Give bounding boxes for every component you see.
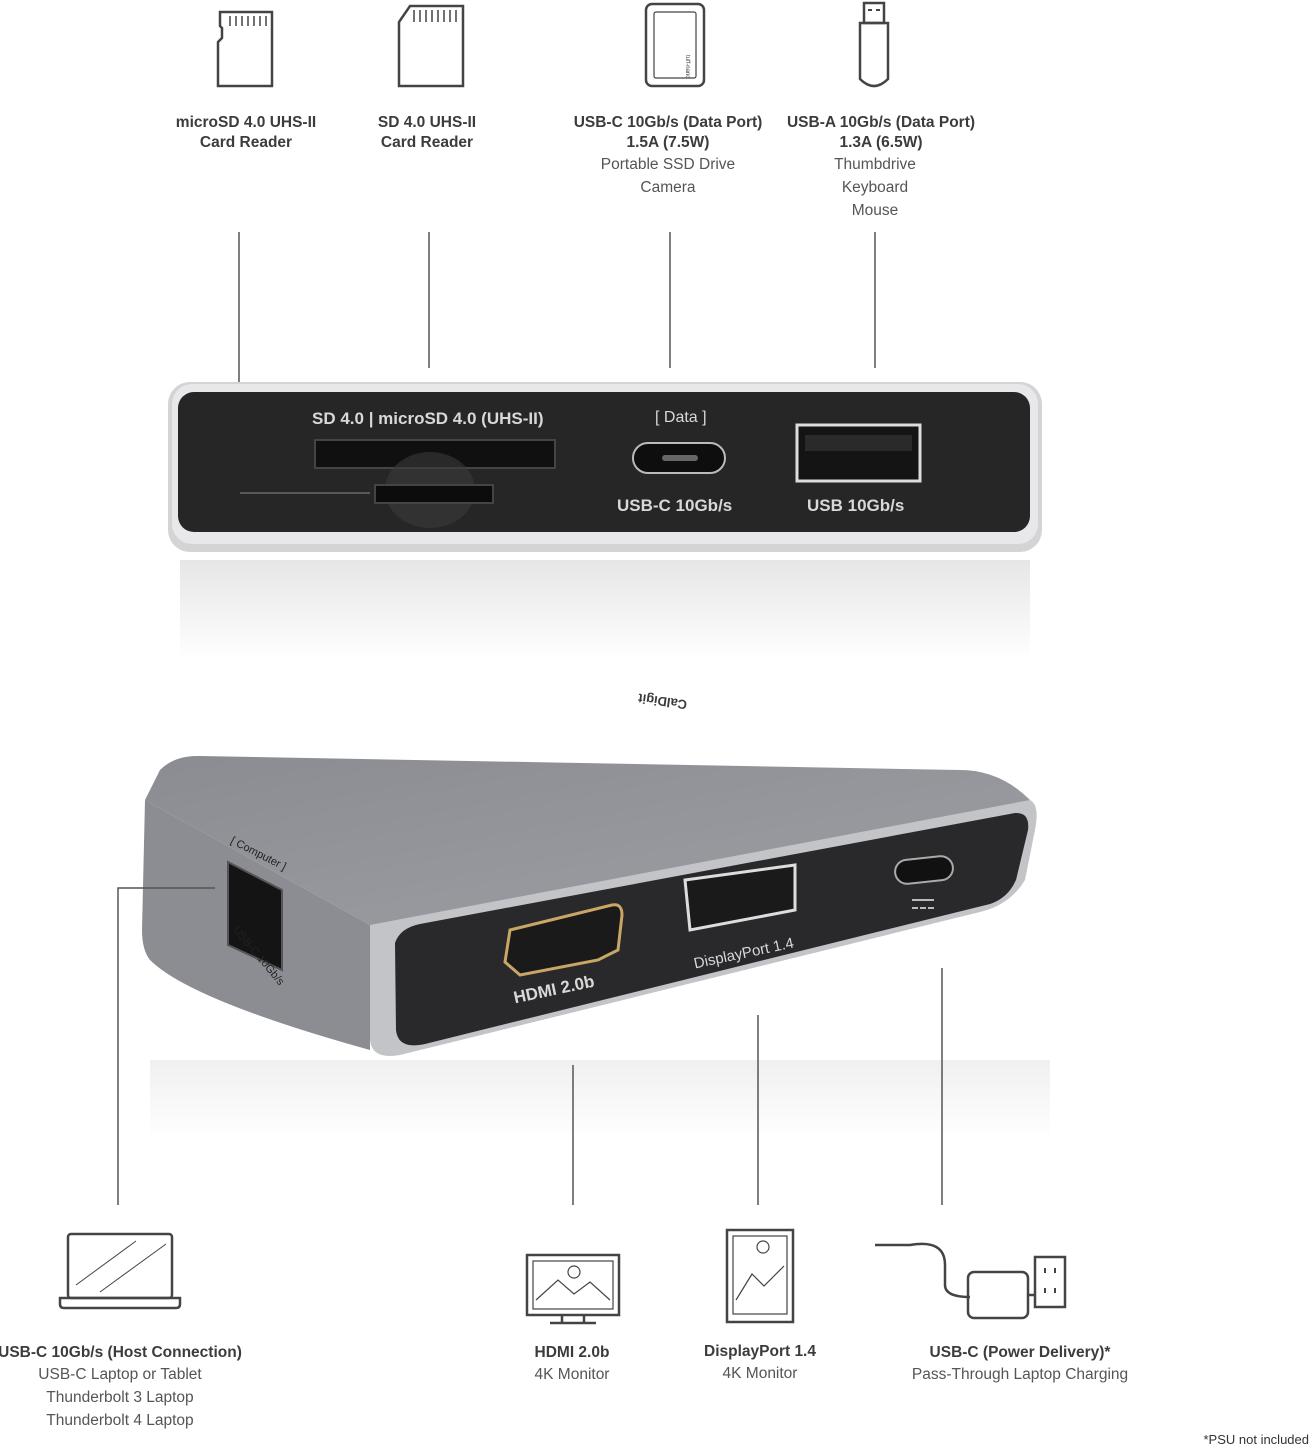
label-line: Keyboard xyxy=(841,179,909,196)
monitor-icon xyxy=(525,1253,621,1325)
label-displayport: DisplayPort 1.4 4K Monitor xyxy=(704,1342,816,1385)
footnote: *PSU not included xyxy=(1203,1432,1309,1447)
data-port-label: [ Data ] xyxy=(655,409,707,426)
power-adapter-icon xyxy=(875,1242,1067,1320)
label-title: SD 4.0 UHS-II xyxy=(377,114,477,131)
label-line: Camera xyxy=(640,179,696,196)
card-slot-label: SD 4.0 | microSD 4.0 (UHS-II) xyxy=(312,409,544,428)
usbc-port-label: USB-C 10Gb/s xyxy=(617,496,733,515)
label-line: 4K Monitor xyxy=(722,1365,798,1382)
laptop-icon xyxy=(58,1232,182,1310)
label-usbc-data: USB-C 10Gb/s (Data Port) 1.5A (7.5W) Porta… xyxy=(574,113,763,199)
label-title: USB-A 10Gb/s (Data Port) xyxy=(786,114,976,131)
rear-device-image xyxy=(142,755,1050,1140)
label-hdmi: HDMI 2.0b 4K Monitor xyxy=(535,1343,610,1386)
label-line: Thunderbolt 4 Laptop xyxy=(46,1412,194,1429)
label-line: Portable SSD Drive xyxy=(600,156,736,173)
portable-ssd-icon xyxy=(644,2,706,88)
callout-lines-bottom xyxy=(117,887,943,1205)
label-title: HDMI 2.0b xyxy=(534,1344,610,1361)
label-microsd: microSD 4.0 UHS-II Card Reader xyxy=(176,113,316,153)
label-title: USB-C (Power Delivery)* xyxy=(929,1344,1111,1361)
label-title: USB-C 10Gb/s (Host Connection) xyxy=(0,1344,242,1361)
label-line: USB-C Laptop or Tablet xyxy=(38,1366,202,1383)
ssd-icon-text: tuff-nano xyxy=(684,55,690,79)
usb-thumbdrive-icon xyxy=(858,1,890,88)
label-line: Thunderbolt 3 Laptop xyxy=(46,1389,194,1406)
label-title: DisplayPort 1.4 xyxy=(704,1343,816,1360)
label-title: Card Reader xyxy=(380,134,474,151)
label-title: microSD 4.0 UHS-II xyxy=(175,114,317,131)
label-power-delivery: USB-C (Power Delivery)* Pass-Through Lapt… xyxy=(912,1343,1128,1386)
portrait-monitor-icon xyxy=(725,1228,795,1324)
label-line: Pass-Through Laptop Charging xyxy=(911,1366,1129,1383)
label-sd: SD 4.0 UHS-II Card Reader xyxy=(378,113,476,153)
label-title: Card Reader xyxy=(199,134,293,151)
front-device-image xyxy=(168,382,1042,660)
label-line: Mouse xyxy=(851,202,899,219)
label-usba-data: USB-A 10Gb/s (Data Port) 1.3A (6.5W) Thumb… xyxy=(787,113,975,222)
label-title: USB-C 10Gb/s (Data Port) xyxy=(573,114,763,131)
label-line: Thumbdrive xyxy=(834,156,916,173)
label-host: USB-C 10Gb/s (Host Connection) USB-C Lapt… xyxy=(0,1343,242,1432)
label-title: 1.3A (6.5W) xyxy=(839,134,923,151)
microsd-card-icon xyxy=(216,10,274,88)
usba-port-label: USB 10Gb/s xyxy=(807,496,905,515)
label-line: 4K Monitor xyxy=(534,1366,610,1383)
label-title: 1.5A (7.5W) xyxy=(626,134,710,151)
sd-card-icon xyxy=(397,4,465,88)
